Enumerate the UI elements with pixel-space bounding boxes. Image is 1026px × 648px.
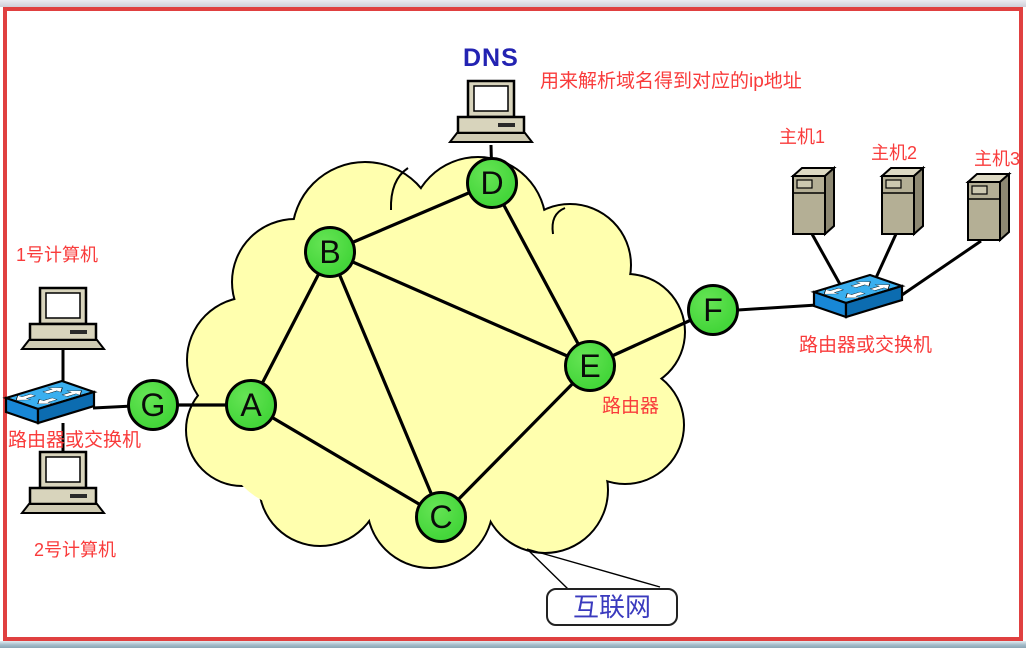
host1-label: 主机1 [779, 127, 826, 147]
computer1-icon [20, 286, 106, 351]
host3-server-icon [967, 173, 1010, 241]
internet-callout-box: 互联网 [546, 588, 678, 626]
router-node-B: B [304, 226, 356, 278]
window-top-edge [0, 0, 1026, 7]
link-line [737, 303, 818, 312]
right-switch-label: 路由器或交换机 [799, 335, 933, 356]
link-line [526, 548, 661, 588]
computer1-label: 1号计算机 [16, 245, 99, 265]
router-node-F: F [687, 284, 739, 336]
host1-server-icon [792, 167, 835, 235]
computer2-label: 2号计算机 [34, 540, 117, 560]
link-line [329, 181, 493, 254]
right-switch-icon [812, 273, 904, 319]
host3-label: 主机3 [974, 149, 1021, 169]
link-line [490, 182, 592, 367]
router-e-label: 路由器 [602, 396, 660, 417]
computer2-icon [20, 450, 106, 515]
router-node-A: A [225, 379, 277, 431]
router-node-D: D [466, 157, 518, 209]
link-line [250, 403, 442, 519]
red-border-frame [3, 7, 1023, 641]
link-line [898, 239, 982, 299]
router-node-G: G [127, 379, 179, 431]
link-line [439, 364, 592, 519]
dns-label: DNS [463, 44, 519, 72]
router-node-C: C [415, 491, 467, 543]
left-switch-icon [4, 379, 96, 425]
link-line [328, 251, 443, 518]
host2-label: 主机2 [871, 143, 918, 163]
router-node-E: E [564, 340, 616, 392]
left-switch-label: 路由器或交换机 [8, 430, 142, 451]
link-line [249, 251, 332, 406]
link-line [810, 233, 843, 287]
dns-server-computer-icon [448, 79, 534, 144]
link-line [873, 233, 898, 281]
link-line [329, 250, 591, 368]
dns-annotation: 用来解析域名得到对应的ip地址 [540, 71, 802, 92]
link-line [526, 548, 569, 590]
window-bottom-edge [0, 641, 1026, 648]
host2-server-icon [881, 167, 924, 235]
